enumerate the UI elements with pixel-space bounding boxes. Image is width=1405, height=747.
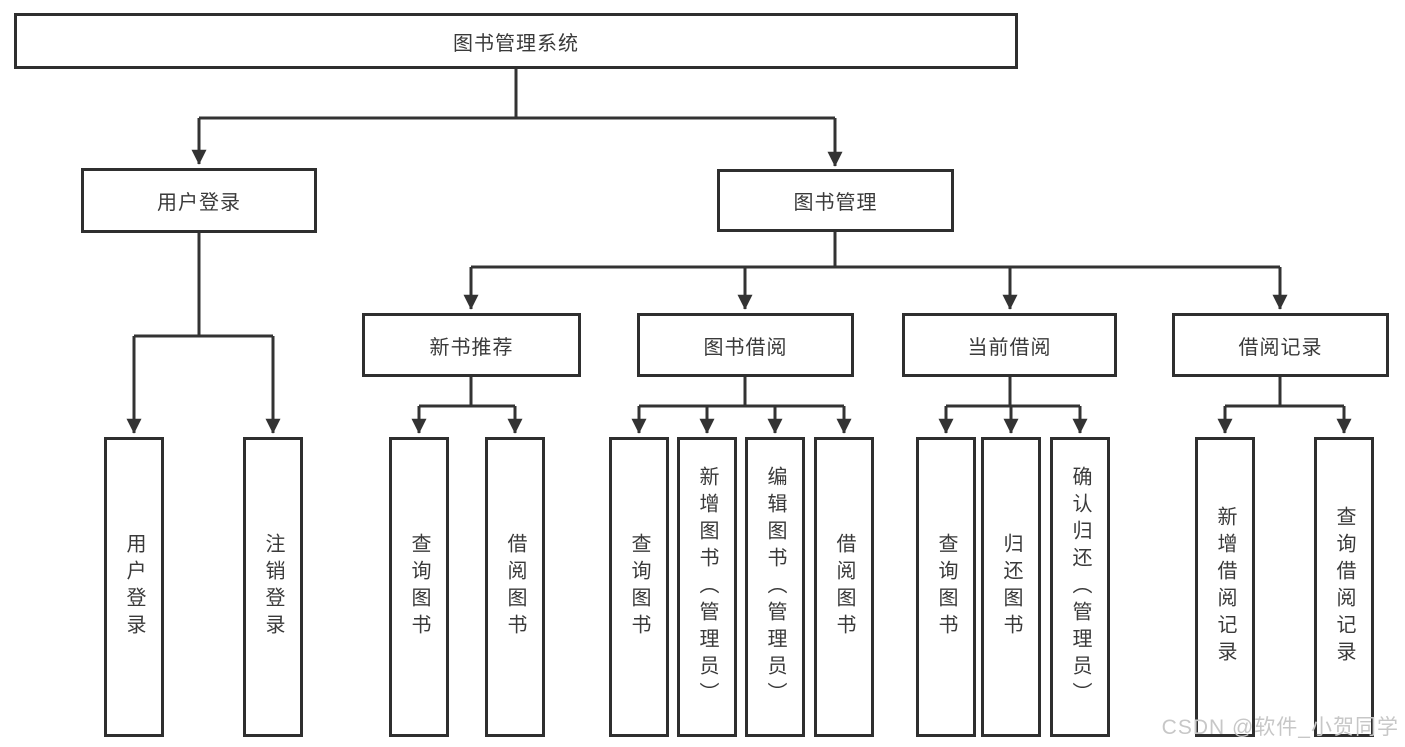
node-label: 借阅记录 <box>1238 336 1323 359</box>
node-borrowing-records: 借阅记录 <box>1172 313 1389 377</box>
leaf-query-books-current: 查询图书 <box>916 437 976 737</box>
leaf-return-books: 归还图书 <box>981 437 1041 737</box>
node-user-login-branch: 用户登录 <box>81 168 317 233</box>
node-label: 归还图书 <box>1000 533 1022 641</box>
node-label: 编辑图书（管理员） <box>764 465 786 709</box>
leaf-borrow-books-recommend: 借阅图书 <box>485 437 545 737</box>
leaf-query-borrow-record: 查询借阅记录 <box>1314 437 1374 737</box>
node-book-management-branch: 图书管理 <box>717 169 954 232</box>
node-label: 借阅图书 <box>833 533 855 641</box>
node-library-management-system: 图书管理系统 <box>14 13 1018 69</box>
node-label: 新增图书（管理员） <box>696 465 718 709</box>
node-label: 新增借阅记录 <box>1214 506 1236 668</box>
leaf-user-login: 用户登录 <box>104 437 164 737</box>
node-label: 查询图书 <box>628 533 650 641</box>
node-label: 图书管理系统 <box>453 32 579 55</box>
node-label: 图书管理 <box>793 192 878 214</box>
leaf-add-borrow-record: 新增借阅记录 <box>1195 437 1255 737</box>
node-label: 注销登录 <box>262 533 284 641</box>
node-label: 查询借阅记录 <box>1333 506 1355 668</box>
leaf-borrow-books: 借阅图书 <box>814 437 874 737</box>
watermark: CSDN @软件_小贺同学 <box>1161 716 1399 739</box>
leaf-logout: 注销登录 <box>243 437 303 737</box>
node-label: 确认归还（管理员） <box>1069 465 1091 709</box>
leaf-confirm-return-admin: 确认归还（管理员） <box>1050 437 1110 737</box>
node-new-book-recommendation: 新书推荐 <box>362 313 581 377</box>
leaf-query-books-borrowing: 查询图书 <box>609 437 669 737</box>
node-label: 借阅图书 <box>504 533 526 641</box>
node-book-borrowing: 图书借阅 <box>637 313 854 377</box>
node-current-borrowing: 当前借阅 <box>902 313 1117 377</box>
leaf-add-books-admin: 新增图书（管理员） <box>677 437 737 737</box>
node-label: 用户登录 <box>123 533 145 641</box>
node-label: 用户登录 <box>157 192 241 214</box>
node-label: 当前借阅 <box>967 336 1052 359</box>
node-label: 查询图书 <box>408 533 430 641</box>
leaf-edit-books-admin: 编辑图书（管理员） <box>745 437 805 737</box>
node-label: 图书借阅 <box>703 336 788 359</box>
node-label: 新书推荐 <box>429 336 514 359</box>
leaf-query-books-recommend: 查询图书 <box>389 437 449 737</box>
node-label: 查询图书 <box>935 533 957 641</box>
